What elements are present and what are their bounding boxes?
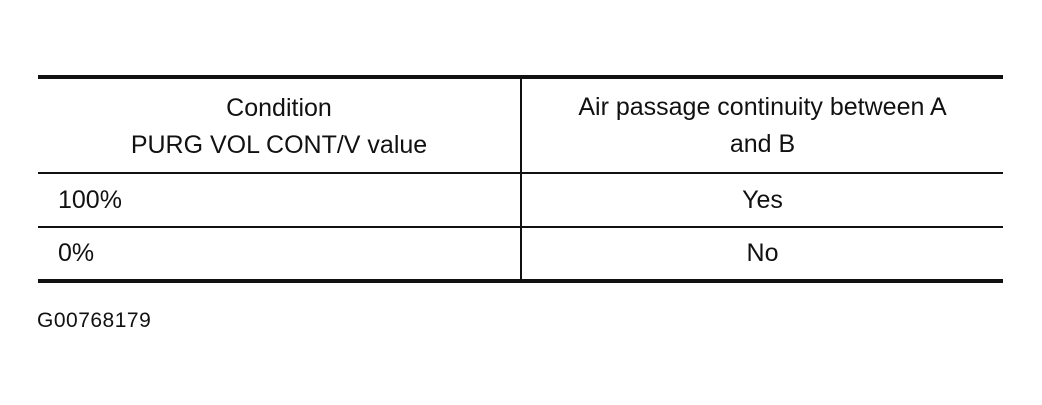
header-row: Condition PURG VOL CONT/V value Air pass… (38, 75, 1003, 174)
purge-valve-continuity-table: Condition PURG VOL CONT/V value Air pass… (38, 75, 1003, 283)
figure-id: G00768179 (37, 309, 152, 332)
table-body: 100% Yes 0% No (38, 173, 1003, 283)
continuity-cell: No (521, 227, 1003, 283)
table-row: 0% No (38, 227, 1003, 283)
table-row: 100% Yes (38, 173, 1003, 228)
table-header: Condition PURG VOL CONT/V value Air pass… (38, 75, 1003, 174)
header-air-passage-continuity: Air passage continuity between A and B (521, 75, 1003, 174)
header-condition: Condition PURG VOL CONT/V value (38, 75, 522, 174)
condition-cell: 0% (38, 227, 522, 283)
continuity-cell: Yes (521, 173, 1003, 228)
condition-cell: 100% (38, 173, 522, 228)
